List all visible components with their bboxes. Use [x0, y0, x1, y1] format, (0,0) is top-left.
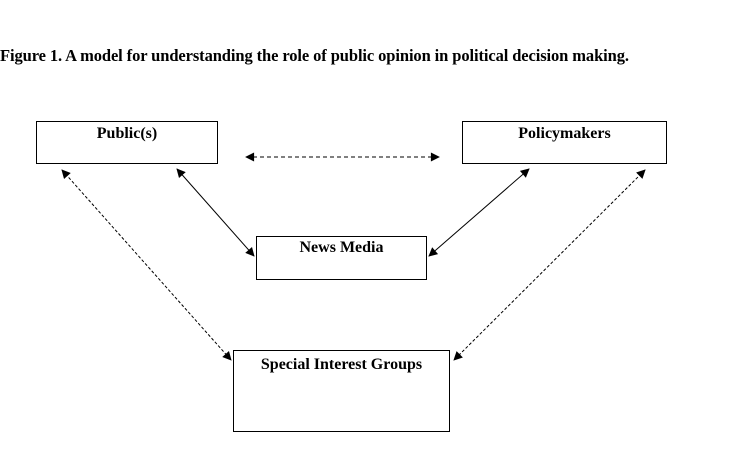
node-public: Public(s)	[36, 121, 218, 164]
node-news-media: News Media	[256, 236, 427, 280]
node-news-media-label: News Media	[299, 239, 384, 256]
figure-caption: Figure 1. A model for understanding the …	[0, 46, 629, 65]
node-special-interest-groups-label: Special Interest Groups	[260, 356, 423, 373]
link-policymakers-special-interest	[453, 169, 646, 361]
node-special-interest-groups: Special Interest Groups	[233, 350, 450, 432]
node-policymakers-label: Policymakers	[518, 125, 611, 142]
link-public-news-media	[176, 168, 255, 257]
link-public-special-interest	[61, 169, 232, 361]
node-policymakers: Policymakers	[462, 121, 667, 164]
link-policymakers-news-media	[428, 168, 530, 257]
node-public-label: Public(s)	[96, 125, 158, 142]
